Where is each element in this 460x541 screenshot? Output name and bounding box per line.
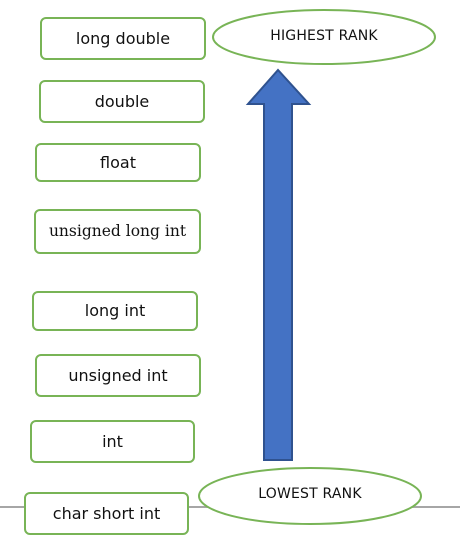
- type-box-int: int: [30, 420, 195, 463]
- type-box-unsigned-long-int: unsigned long int: [34, 209, 201, 254]
- highest-rank-label: HIGHEST RANK: [270, 28, 378, 44]
- type-box-float: float: [35, 143, 201, 182]
- highest-rank-ellipse: [212, 9, 436, 65]
- type-box-long-int: long int: [32, 291, 198, 331]
- type-box-long-double: long double: [40, 17, 206, 60]
- type-box-unsigned-int: unsigned int: [35, 354, 201, 397]
- type-box-double: double: [39, 80, 205, 123]
- rank-arrow-up: [245, 68, 312, 461]
- type-box-char-short-int: char short int: [24, 492, 189, 535]
- lowest-rank-label: LOWEST RANK: [258, 486, 362, 502]
- lowest-rank-ellipse: [198, 467, 422, 525]
